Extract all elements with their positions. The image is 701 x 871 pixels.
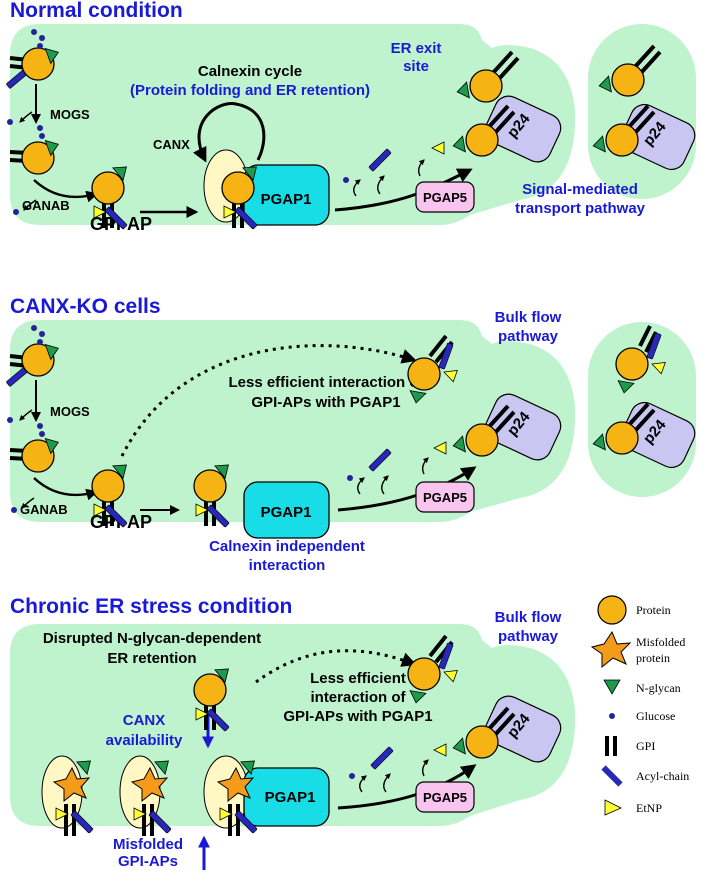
misfolded-label-2: GPI-APs bbox=[118, 853, 178, 870]
pgap5-canx-ko bbox=[415, 481, 475, 513]
bulk-flow-label-2: pathway bbox=[498, 328, 559, 345]
pgap1-label-canx-ko: PGAP1 bbox=[261, 504, 312, 521]
er-exit-site-label-2: site bbox=[403, 58, 429, 75]
legend: Protein Misfolded protein N-glycan Gluco… bbox=[590, 595, 689, 816]
misfolded-label-1: Misfolded bbox=[113, 836, 183, 853]
gpi-ap-glucosylated-2 bbox=[9, 125, 62, 175]
pgap5-normal bbox=[415, 181, 475, 213]
panel-title-normal: Normal condition bbox=[10, 0, 183, 22]
legend-label-n-glycan: N-glycan bbox=[636, 681, 681, 695]
p24-vesicle-canx-ko bbox=[620, 401, 696, 469]
misfolded-gpi-ap-1 bbox=[41, 754, 96, 836]
panel-canx-ko: CANX-KO cells Bulk flow pathway Less eff… bbox=[5, 295, 696, 574]
panel-chronic-er-stress: Chronic ER stress condition Disrupted N-… bbox=[10, 595, 576, 870]
less-efficient-chronic-2: interaction of bbox=[310, 689, 406, 706]
legend-n-glycan: N-glycan bbox=[603, 679, 681, 695]
er-membrane-normal bbox=[10, 24, 576, 225]
canx-availability-label-1: CANX bbox=[123, 712, 166, 729]
bulk-flow-label-1: Bulk flow bbox=[495, 309, 562, 326]
panel-normal: Normal condition ER exit site Calnexin c… bbox=[5, 0, 696, 234]
pgap5-label-chronic: PGAP5 bbox=[423, 790, 467, 805]
less-efficient-chronic-1: Less efficient bbox=[310, 670, 406, 687]
gpi-ap-glucosylated-ko-2 bbox=[9, 423, 62, 473]
pgap5-chronic bbox=[415, 781, 475, 813]
legend-label-glucose: Glucose bbox=[636, 709, 675, 723]
bulk-flow-chronic-2: pathway bbox=[498, 628, 559, 645]
misfolded-gpi-ap-2 bbox=[119, 754, 174, 836]
canx-label: CANX bbox=[153, 137, 190, 152]
misfolded-protein-icon bbox=[590, 630, 632, 669]
bulk-flow-chronic-1: Bulk flow bbox=[495, 609, 562, 626]
canx-availability-label-2: availability bbox=[106, 732, 183, 749]
panel-title-canx-ko: CANX-KO cells bbox=[10, 295, 161, 318]
gpi-ap-glucosylated-ko-1 bbox=[5, 325, 62, 387]
less-efficient-chronic-3: GPI-APs with PGAP1 bbox=[283, 708, 432, 725]
n-glycan-icon bbox=[603, 679, 621, 695]
acyl-chain-icon bbox=[601, 765, 623, 787]
calnexin-cycle-label: Calnexin cycle bbox=[198, 63, 302, 80]
pgap5-label-normal: PGAP5 bbox=[423, 190, 467, 205]
legend-label-misfolded-2: protein bbox=[636, 651, 670, 665]
legend-protein: Protein bbox=[597, 595, 671, 625]
legend-label-acyl-chain: Acyl-chain bbox=[636, 769, 689, 783]
er-exit-site-label-1: ER exit bbox=[391, 40, 442, 57]
p24-vesicle-normal bbox=[620, 103, 696, 171]
disrupted-label-2: ER retention bbox=[107, 650, 196, 667]
legend-misfolded: Misfolded protein bbox=[590, 630, 685, 669]
less-efficient-label-1: Less efficient interaction of bbox=[228, 374, 424, 391]
gpi-icon bbox=[605, 736, 617, 756]
glucose-icon bbox=[609, 713, 615, 719]
calnexin-cycle-subtitle: (Protein folding and ER retention) bbox=[130, 82, 370, 99]
mogs-label-canx-ko: MOGS bbox=[50, 404, 90, 419]
calnexin-independent-label-1: Calnexin independent bbox=[209, 538, 365, 555]
legend-glucose: Glucose bbox=[609, 709, 675, 723]
calnexin-independent-label-2: interaction bbox=[249, 557, 326, 574]
mogs-label-normal: MOGS bbox=[50, 107, 90, 122]
etnp-icon bbox=[604, 799, 622, 816]
disrupted-label-1: Disrupted N-glycan-dependent bbox=[43, 630, 261, 647]
protein-icon bbox=[597, 595, 627, 625]
less-efficient-label-2: GPI-APs with PGAP1 bbox=[251, 394, 400, 411]
signal-mediated-label-1: Signal-mediated bbox=[522, 181, 638, 198]
legend-acyl-chain: Acyl-chain bbox=[601, 765, 689, 787]
legend-label-etnp: EtNP bbox=[636, 801, 662, 815]
gpi-ap-bulk-flow-chronic bbox=[407, 634, 458, 705]
misfolded-gpi-ap-pgap1 bbox=[203, 754, 330, 836]
legend-label-protein: Protein bbox=[636, 603, 671, 617]
signal-mediated-label-2: transport pathway bbox=[515, 200, 646, 217]
legend-label-gpi: GPI bbox=[636, 739, 655, 753]
pgap1-label-normal: PGAP1 bbox=[261, 191, 312, 208]
gpi-ap-glucosylated-1 bbox=[5, 29, 62, 89]
gpi-ap-bulk-flow-ko bbox=[407, 334, 458, 405]
pgap1-canx-ko bbox=[243, 481, 330, 539]
panel-title-chronic: Chronic ER stress condition bbox=[10, 595, 292, 618]
legend-label-misfolded-1: Misfolded bbox=[636, 635, 685, 649]
legend-etnp: EtNP bbox=[604, 799, 662, 816]
pgap5-label-canx-ko: PGAP5 bbox=[423, 490, 467, 505]
gpi-ap-bulk-flow-vesicle bbox=[615, 325, 666, 395]
pgap1-label-chronic: PGAP1 bbox=[265, 789, 316, 806]
ganab-label-canx-ko: GANAB bbox=[20, 502, 68, 517]
legend-gpi: GPI bbox=[605, 736, 655, 756]
